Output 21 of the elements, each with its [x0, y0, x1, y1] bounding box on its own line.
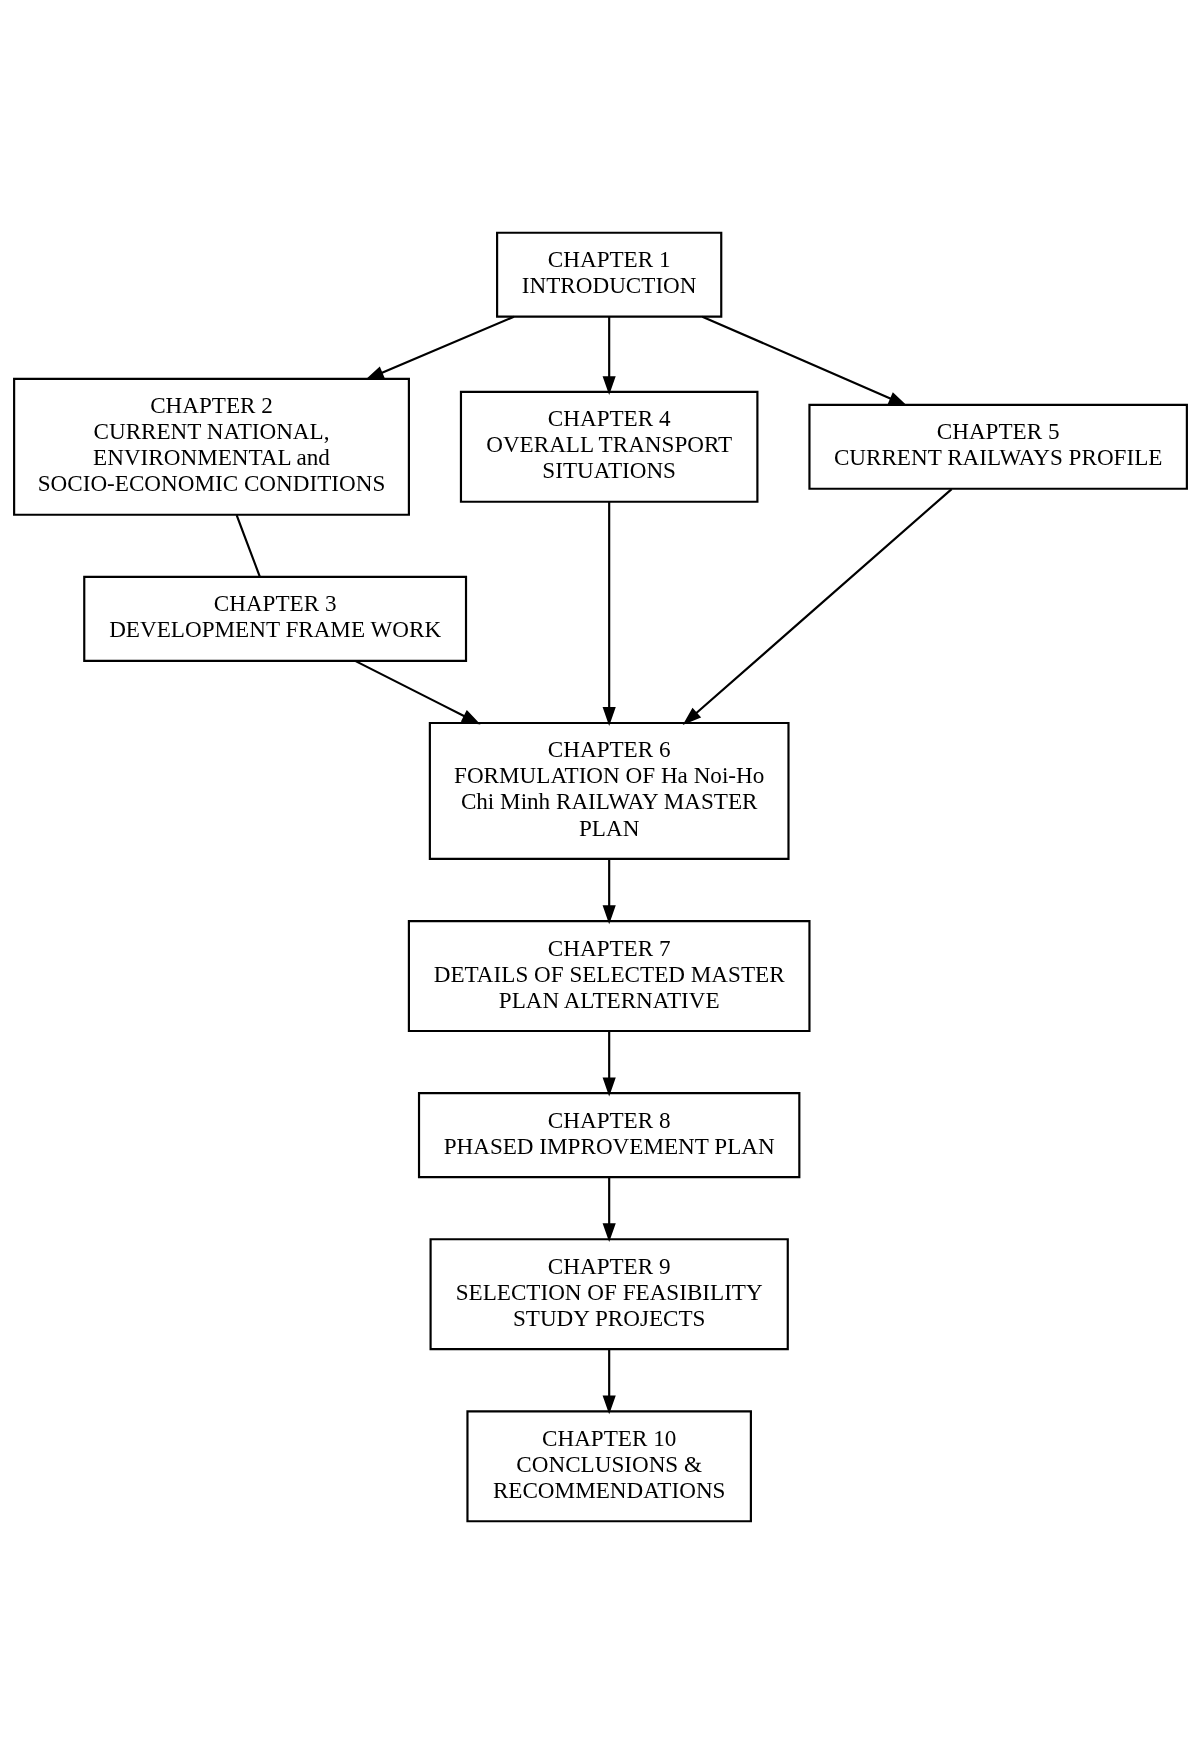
- node-box: CHAPTER 7 DETAILS OF SELECTED MASTER PLAN ALTERNATIVE: [407, 919, 811, 1032]
- arrow: [602, 1030, 616, 1096]
- node-box: CHAPTER 4 OVERALL TRANSPORT SITUATIONS: [459, 390, 759, 503]
- arrow: [602, 858, 616, 924]
- arrow: [602, 1176, 616, 1242]
- arrow: [602, 1348, 616, 1414]
- node-box: CHAPTER 8 PHASED IMPROVEMENT PLAN: [417, 1091, 801, 1178]
- node-box: CHAPTER 5 CURRENT RAILWAYS PROFILE: [808, 403, 1188, 490]
- arrow: [354, 659, 481, 724]
- arrow: [682, 487, 953, 725]
- connector: [235, 514, 261, 577]
- node-box: CHAPTER 1 INTRODUCTION: [496, 231, 723, 318]
- arrow: [602, 501, 616, 726]
- arrow: [602, 316, 616, 395]
- node-box: CHAPTER 6 FORMULATION OF Ha Noi-Ho Chi Minh RAILWAY MASTER PLAN: [428, 721, 790, 860]
- arrow: [365, 315, 515, 380]
- node-box: CHAPTER 3 DEVELOPMENT FRAME WORK: [83, 575, 468, 662]
- node-box: CHAPTER 10 CONCLUSIONS & RECOMMENDATIONS: [466, 1409, 752, 1522]
- arrow: [701, 315, 908, 406]
- node-box: CHAPTER 9 SELECTION OF FEASIBILITY STUDY PROJECTS: [429, 1237, 789, 1350]
- node-box: CHAPTER 2 CURRENT NATIONAL, ENVIRONMENTAL and SOCIO-ECONOMIC CONDITIONS: [13, 377, 410, 516]
